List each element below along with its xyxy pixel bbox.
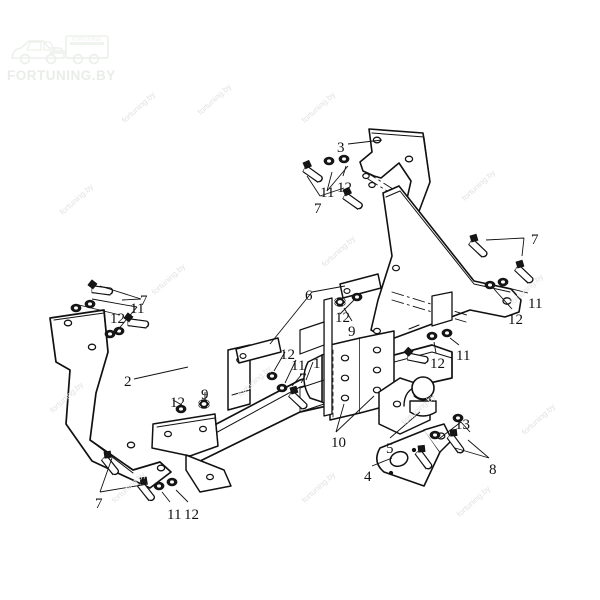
part-left-lower-flange	[151, 413, 232, 493]
logo-trailer-text: FORTUNING	[72, 37, 102, 43]
callout-flat-washer-23: 12	[280, 347, 295, 363]
callout-spring-washer-16: 11	[320, 185, 335, 201]
callout-hex-bolt-8: 7	[140, 293, 148, 309]
callout-ball-mount-backing-plate-3: 4	[364, 469, 372, 485]
callout-flat-washer-25: 12	[430, 356, 445, 372]
callout-spring-washer-18: 11	[456, 348, 471, 364]
callout-hex-bolt-10: 7	[95, 496, 103, 512]
callout-spring-washer-19: 11	[528, 296, 543, 312]
callout-flat-washer-27: 12	[170, 395, 185, 411]
callout-hex-nut-13: 9	[348, 324, 356, 340]
suv-with-trailer-icon: FORTUNING	[11, 35, 109, 65]
part-center-panel	[299, 297, 333, 417]
callout-spacer-bar-5: 6	[305, 288, 313, 304]
callout-flat-washer-26: 12	[508, 312, 523, 328]
part-6-spacer-bars	[235, 273, 382, 364]
callout-spring-washer-20: 11	[167, 507, 182, 523]
callout-tow-ball-assembly-4: 5	[386, 441, 394, 457]
callout-flat-washer-21: 12	[110, 311, 125, 327]
part-gusset	[431, 291, 453, 327]
brand-watermark-logo: FORTUNING FORTUNING.BY	[6, 28, 116, 86]
leader-lines	[78, 139, 529, 503]
callout-hex-nut-12: 9	[201, 387, 209, 403]
callout-flat-washer-24: 12	[335, 310, 350, 326]
callout-receiver-tube-plate-14: 10	[331, 435, 346, 451]
callout-hex-bolt-9: 7	[299, 371, 307, 387]
callout-flat-washer-22: 12	[337, 180, 352, 196]
callout-spring-washer-17: 11	[291, 358, 306, 374]
callout-upper-flange-plate-2: 3	[337, 140, 345, 156]
callout-ball-mount-bolt-11: 8	[489, 462, 497, 478]
callout-spring-washer-15: 11	[130, 301, 145, 317]
callout-flat-washer-28: 12	[184, 507, 199, 523]
brand-watermark-text: FORTUNING.BY	[7, 68, 116, 83]
callout-main-crossmember-0: 1	[313, 356, 321, 372]
part-2-left-side-bracket	[49, 309, 172, 489]
part-5-tow-ball	[378, 376, 437, 435]
part-4-backing-plate	[376, 423, 453, 487]
callout-ball-mount-washer-29: 13	[455, 417, 470, 433]
callout-hex-bolt-7: 7	[531, 232, 539, 248]
callout-hex-bolt-6: 7	[314, 201, 322, 217]
callout-left-side-bracket-1: 2	[124, 374, 132, 390]
